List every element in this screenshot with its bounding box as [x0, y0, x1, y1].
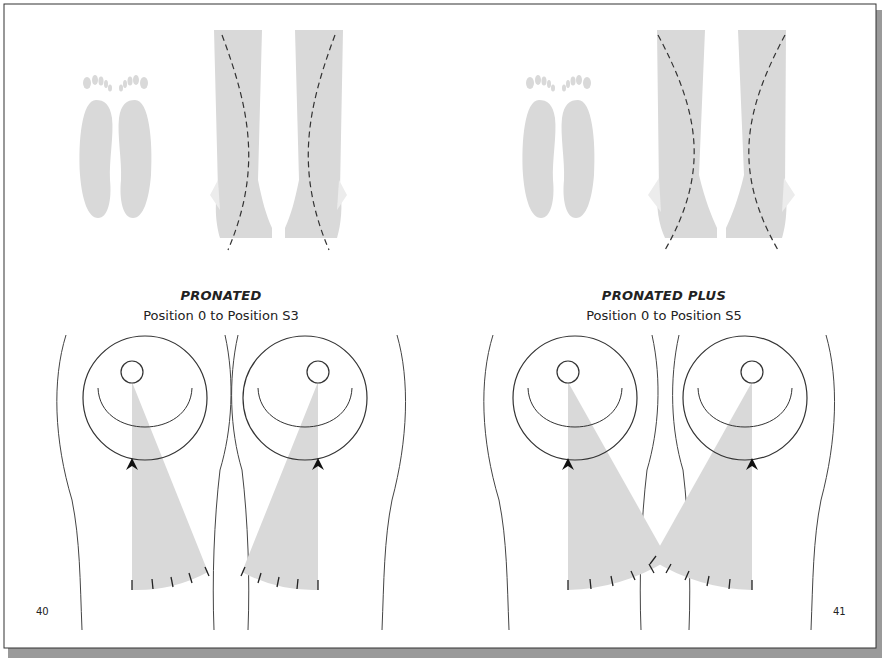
footprints — [80, 75, 152, 218]
position-range: Position 0 to Position S5 — [586, 308, 742, 323]
position-range: Position 0 to Position S3 — [143, 308, 299, 323]
footprints — [523, 75, 595, 218]
knee-dial — [513, 336, 670, 590]
knee-dial — [83, 336, 209, 590]
figure-title: PRONATED — [180, 288, 261, 303]
legs — [210, 30, 347, 250]
legs — [648, 30, 795, 250]
knee-diagram — [57, 335, 406, 630]
knee-dial — [650, 336, 807, 590]
page-number: 41 — [833, 606, 846, 617]
knee-diagram — [484, 335, 835, 630]
figure-title: PRONATED PLUS — [602, 288, 726, 303]
page-number: 40 — [36, 606, 49, 617]
knee-dial — [241, 336, 367, 590]
